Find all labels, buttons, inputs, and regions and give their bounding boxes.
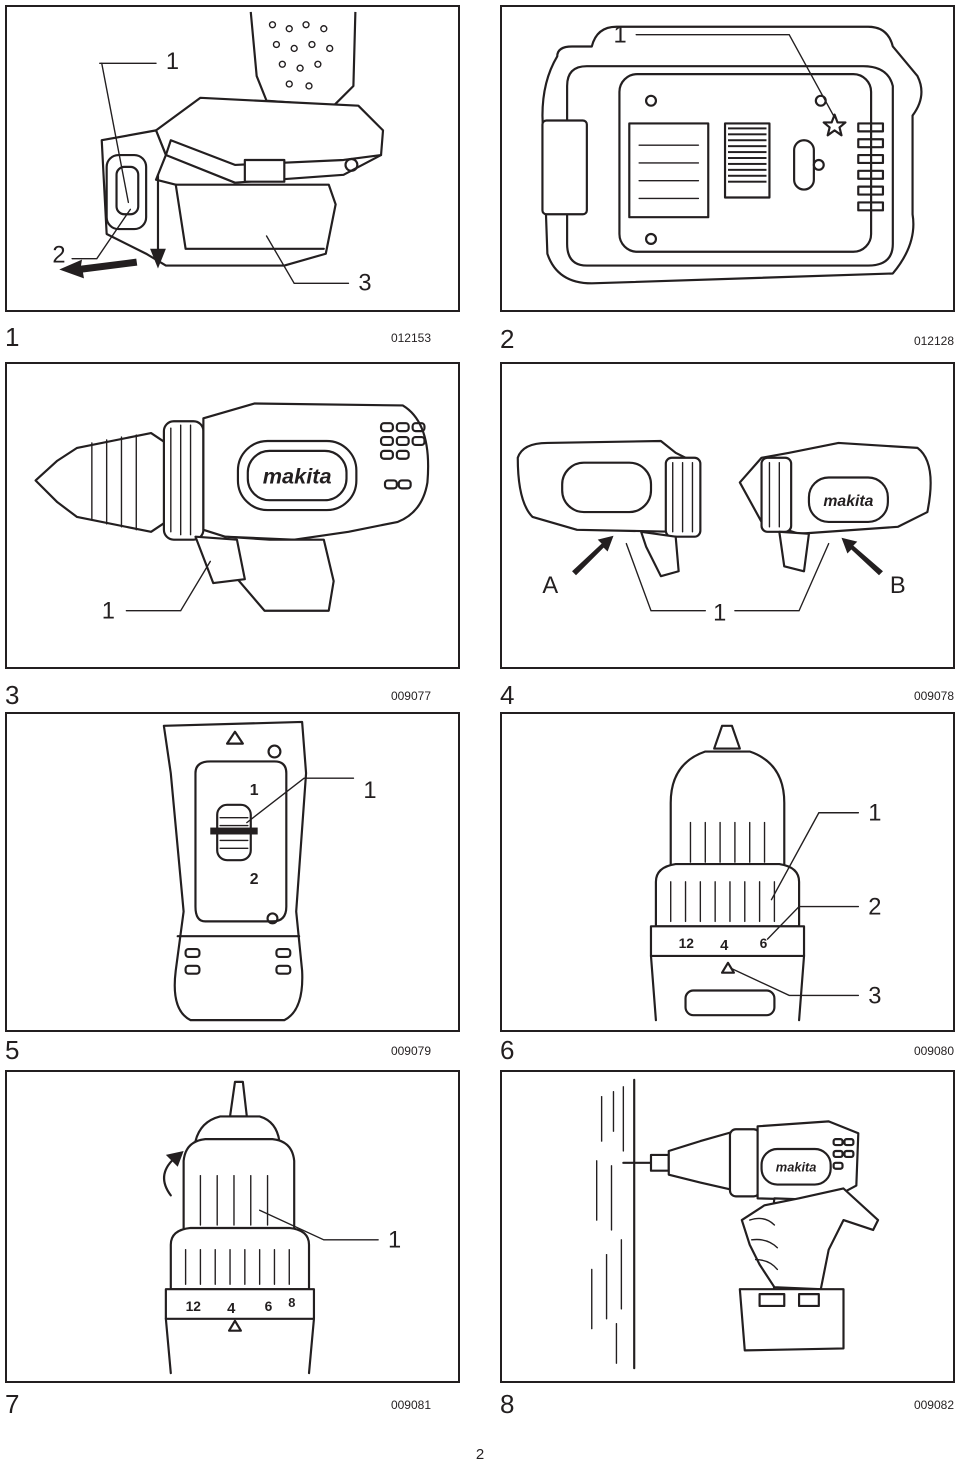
figure-6-panel: 12 4 6 1 2 3 <box>500 712 955 1032</box>
callout-3: 3 <box>868 983 881 1009</box>
battery-insertion-illustration: 1 2 3 <box>52 11 385 296</box>
vent-bars <box>857 122 885 212</box>
battery-top-view-illustration: 1 <box>541 23 923 285</box>
callout-1: 1 <box>713 601 726 627</box>
makita-logo: makita <box>823 493 873 510</box>
grip-dots <box>268 21 334 90</box>
chuck-tightening-illustration: 12 4 6 8 1 <box>163 1080 401 1375</box>
switch-mark-2: 2 <box>250 871 259 888</box>
vent-slots <box>379 422 426 490</box>
figure-7-number: 7 <box>5 1389 20 1419</box>
figure-6-code: 009080 <box>913 1044 954 1058</box>
ring-mark-6: 6 <box>265 1298 273 1314</box>
figure-3-number: 3 <box>5 680 20 710</box>
drill-side-view-illustration: makita 1 <box>34 402 430 625</box>
arrow-icon <box>572 535 614 576</box>
figure-2-panel: 1 <box>500 5 955 312</box>
callout-1: 1 <box>166 49 179 75</box>
figure-5-code: 009079 <box>390 1044 431 1058</box>
ring-mark-12: 12 <box>679 935 695 951</box>
callout-1: 1 <box>102 599 115 625</box>
callout-1: 1 <box>868 801 881 827</box>
callout-1: 1 <box>614 23 627 49</box>
figure-4-code: 009078 <box>913 689 954 703</box>
figure-2-code: 012128 <box>913 334 954 348</box>
screwdriving-operation-illustration: makita <box>591 1078 880 1370</box>
callout-a: A <box>542 573 558 599</box>
vent-slots <box>184 947 292 975</box>
figure-4-number: 4 <box>500 680 515 710</box>
figure-1-panel: 1 2 3 <box>5 5 460 312</box>
page-number: 2 <box>475 1446 485 1463</box>
callout-b: B <box>890 573 906 599</box>
figure-3-code: 009077 <box>390 689 431 703</box>
ring-mark-4: 4 <box>720 938 729 954</box>
callout-1: 1 <box>388 1228 401 1254</box>
figure-5-panel: 1 2 1 <box>5 712 460 1032</box>
figure-8-number: 8 <box>500 1389 515 1419</box>
rotation-arrow-icon <box>163 1150 184 1197</box>
arrow-icon <box>841 537 883 576</box>
figure-5-number: 5 <box>5 1035 20 1065</box>
figure-1-number: 1 <box>5 322 20 352</box>
ring-mark-8: 8 <box>288 1295 295 1310</box>
figure-8-panel: makita <box>500 1070 955 1383</box>
reversing-switch-illustration: A makita B 1 <box>516 439 932 627</box>
callout-3: 3 <box>358 270 371 296</box>
speed-switch-illustration: 1 2 1 <box>162 720 377 1022</box>
switch-mark-1: 1 <box>250 782 259 799</box>
callout-2: 2 <box>52 243 65 269</box>
terminal-slots <box>638 144 700 200</box>
figure-4-panel: A makita B 1 <box>500 362 955 669</box>
figure-6-number: 6 <box>500 1035 515 1065</box>
callout-2: 2 <box>868 894 881 920</box>
ring-mark-6: 6 <box>760 935 768 951</box>
figure-3-panel: makita 1 <box>5 362 460 669</box>
ring-mark-12: 12 <box>186 1298 202 1314</box>
figure-1-code: 012153 <box>390 331 431 345</box>
figure-7-panel: 12 4 6 8 1 <box>5 1070 460 1383</box>
makita-logo: makita <box>263 463 332 488</box>
callout-1: 1 <box>363 778 376 804</box>
ring-mark-4: 4 <box>227 1301 236 1317</box>
star-icon <box>822 113 847 137</box>
figure-2-number: 2 <box>500 324 515 354</box>
wall-surface <box>591 1078 636 1370</box>
torque-ring-illustration: 12 4 6 1 2 3 <box>649 724 881 1022</box>
contact-strips <box>727 127 767 183</box>
figure-8-code: 009082 <box>913 1398 954 1412</box>
figure-7-code: 009081 <box>390 1398 431 1412</box>
makita-logo: makita <box>776 1160 817 1175</box>
